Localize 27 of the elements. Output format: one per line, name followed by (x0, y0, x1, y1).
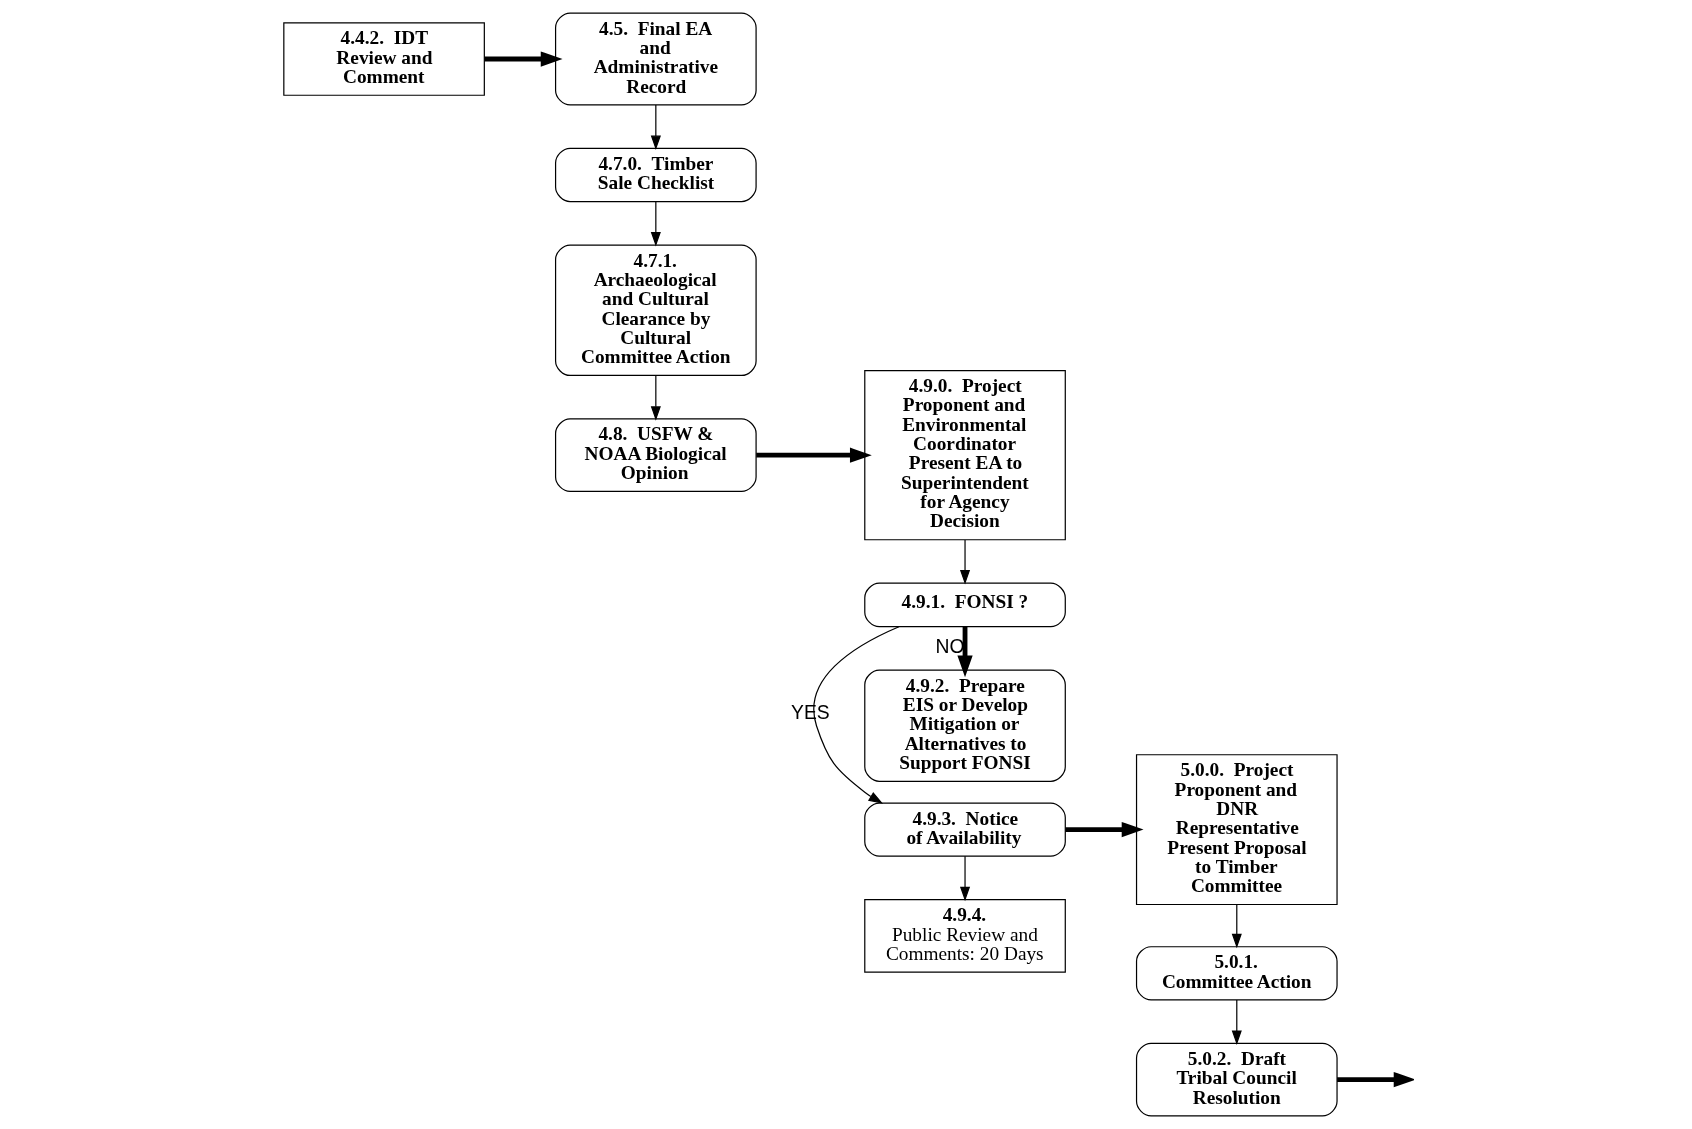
arrow (956, 626, 973, 678)
node-box: 4.5. Final EA and Administrative Record (554, 12, 757, 106)
node-box: 4.7.0. Timber Sale Checklist (554, 147, 757, 203)
node-box: 4.8. USFW & NOAA Biological Opinion (554, 418, 757, 493)
arrow (650, 375, 661, 421)
node-box: 4.9.3. Notice of Availability (863, 802, 1066, 857)
arrow (1231, 904, 1242, 949)
arrow (959, 855, 970, 902)
node-box: 4.4.2. IDT Review and Comment (282, 22, 485, 96)
node-box: 4.9.2. Prepare EIS or Develop Mitigation or Alternatives to Support FONSI (863, 669, 1066, 782)
arrow (1064, 822, 1143, 838)
arrow (1231, 999, 1242, 1045)
arrow (483, 51, 563, 67)
arrow (755, 447, 872, 463)
node-box: 5.0.0. Project Proponent and DNR Representative Present Proposal to Timber Committee (1135, 754, 1338, 906)
node-box: 5.0.1. Committee Action (1135, 946, 1338, 1001)
edge-label: NO (934, 636, 964, 658)
node-box: 4.9.0. Project Proponent and Environmental Coordinator Present EA to Superintendent for Agency Decision (863, 370, 1066, 541)
arrow (1336, 1072, 1414, 1088)
node-box: 4.9.1. FONSI ? (863, 582, 1066, 628)
node-box: 4.7.1. Archaeological and Cultural Clearance by Cultural Committee Action (554, 244, 757, 377)
arrow (959, 539, 970, 585)
arrow (650, 201, 661, 247)
arrow (650, 104, 661, 151)
node-box: 5.0.2. Draft Tribal Council Resolution (1135, 1042, 1338, 1117)
node-box: 4.9.4. Public Review and Comments: 20 Days (863, 899, 1066, 973)
arrow (812, 626, 900, 804)
